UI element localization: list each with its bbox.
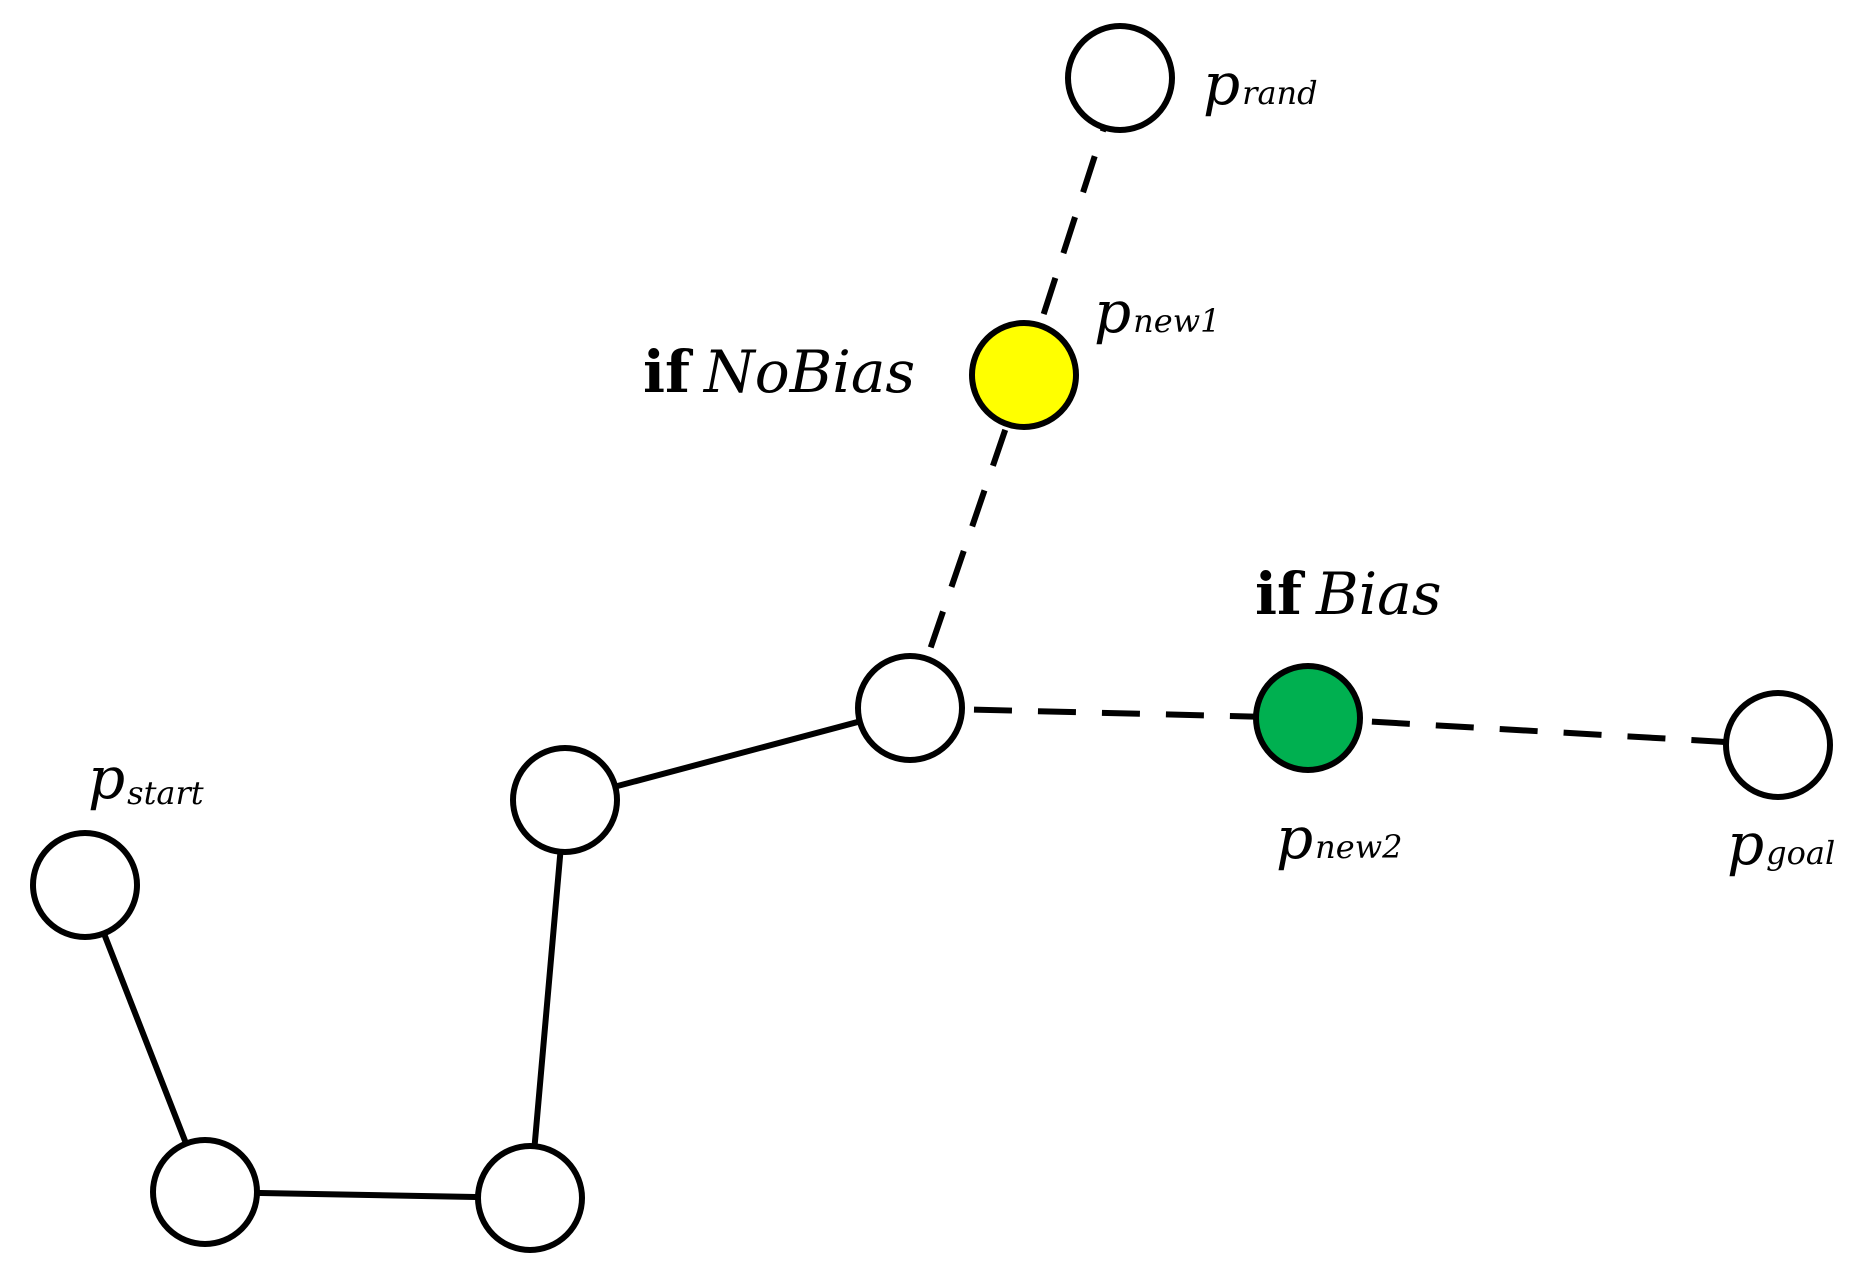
edge-n2-n3 — [527, 797, 568, 1201]
label-p-goal: pgoal — [1727, 810, 1835, 878]
label-p-start: pstart — [88, 744, 204, 812]
edges-layer — [82, 77, 1779, 1201]
node-n2 — [475, 1143, 585, 1253]
nodes-layer — [30, 23, 1833, 1253]
edge-n3-n4 — [562, 705, 913, 803]
edge-n4-new1-dashed — [907, 374, 1027, 709]
node-rand — [1065, 23, 1175, 133]
node-new2 — [1253, 663, 1363, 773]
node-n3 — [510, 745, 620, 855]
label-p-new2: pnew2 — [1276, 804, 1402, 872]
label-p-rand: prand — [1203, 50, 1318, 118]
label-p-new1: pnew1 — [1094, 278, 1220, 346]
node-goal — [1723, 690, 1833, 800]
edge-new2-goal-dashed — [1307, 715, 1779, 748]
node-new1 — [969, 320, 1079, 430]
node-n4 — [855, 653, 965, 763]
edge-n4-new2-dashed — [909, 705, 1309, 721]
node-start — [30, 830, 140, 940]
node-n1 — [150, 1137, 260, 1247]
